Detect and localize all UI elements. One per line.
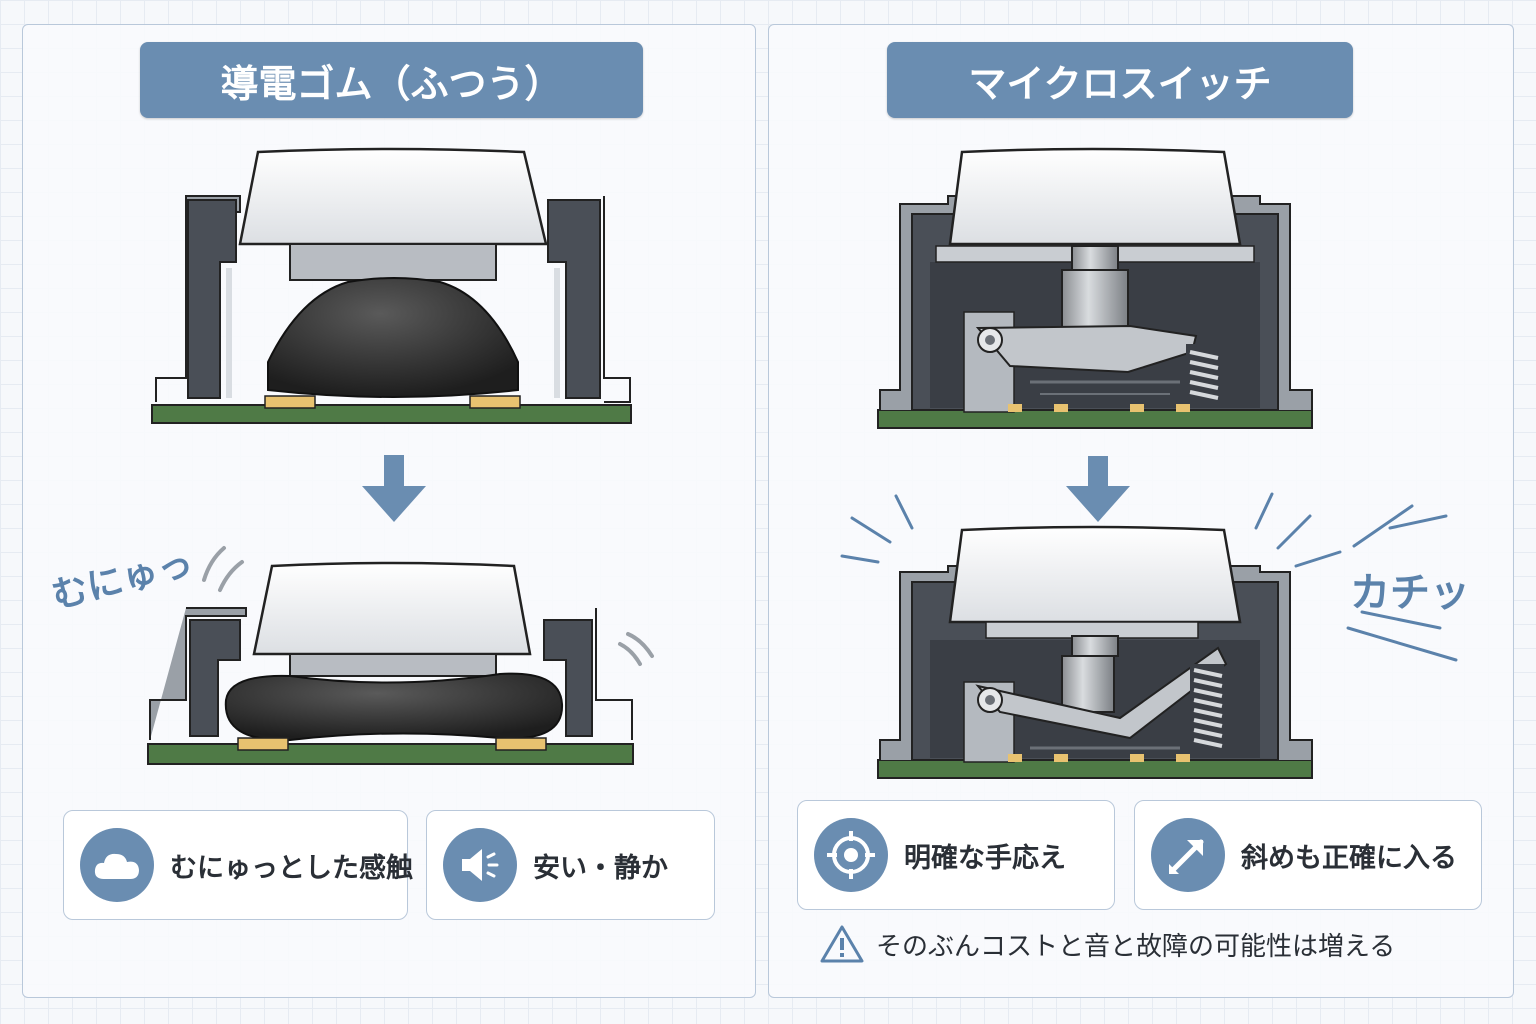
keycap <box>948 525 1242 624</box>
cloud-icon <box>80 828 154 902</box>
click-burst-lines <box>840 492 1458 662</box>
warning-note: そのぶんコストと音と故障の可能性は増える <box>820 922 1395 966</box>
target-icon <box>814 818 888 892</box>
down-arrow-icon <box>1066 456 1130 522</box>
contact-pad <box>264 395 316 409</box>
keycap <box>238 147 548 246</box>
down-arrow-icon <box>362 455 426 522</box>
keycap <box>948 147 1242 246</box>
lever-arm <box>975 646 1228 740</box>
feature-card-soft-feel: むにゅっとした感触 <box>63 810 413 920</box>
rubber-dome-pressed <box>147 561 634 765</box>
plunger <box>1071 635 1119 657</box>
feature-label: 安い・静か <box>533 852 668 884</box>
plunger <box>289 243 497 281</box>
microswitch-released <box>877 147 1313 429</box>
feature-label: 斜めも正確に入る <box>1241 842 1457 874</box>
title-microswitch: マイクロスイッチ <box>887 42 1353 118</box>
pcb-board <box>877 409 1313 429</box>
warning-text: そのぶんコストと音と故障の可能性は増える <box>876 931 1396 962</box>
pcb-board <box>151 404 632 424</box>
diagonal-arrow-icon <box>1151 818 1225 892</box>
feature-label: 明確な手応え <box>904 842 1066 874</box>
rubber-dome <box>224 672 564 742</box>
contact-pad <box>237 737 289 751</box>
spring <box>1190 664 1224 756</box>
rubber-dome-released <box>151 147 632 424</box>
housing-right-wall <box>547 199 601 399</box>
feature-label: むにゅっとした感触 <box>170 852 413 884</box>
speaker-quiet-icon <box>443 828 517 902</box>
feature-card-cheap-quiet: 安い・静か <box>426 810 715 920</box>
plunger <box>1071 245 1119 271</box>
contact-pad <box>469 395 521 409</box>
warning-icon <box>820 925 864 963</box>
contact-pad <box>495 737 547 751</box>
rubber-dome <box>267 277 519 398</box>
keycap <box>252 561 532 656</box>
title-conductive-rubber: 導電ゴム（ふつう） <box>140 42 643 118</box>
feature-card-clear-feedback: 明確な手応え <box>797 800 1115 910</box>
feature-card-diagonal-accurate: 斜めも正確に入る <box>1134 800 1482 910</box>
sound-effect-kachi: カチッ <box>1350 570 1470 616</box>
microswitch-pressed <box>877 525 1313 779</box>
pcb-board <box>147 743 634 765</box>
plunger <box>289 653 497 677</box>
squish-lines <box>202 546 654 666</box>
pcb-board <box>877 759 1313 779</box>
spring <box>1186 344 1222 404</box>
